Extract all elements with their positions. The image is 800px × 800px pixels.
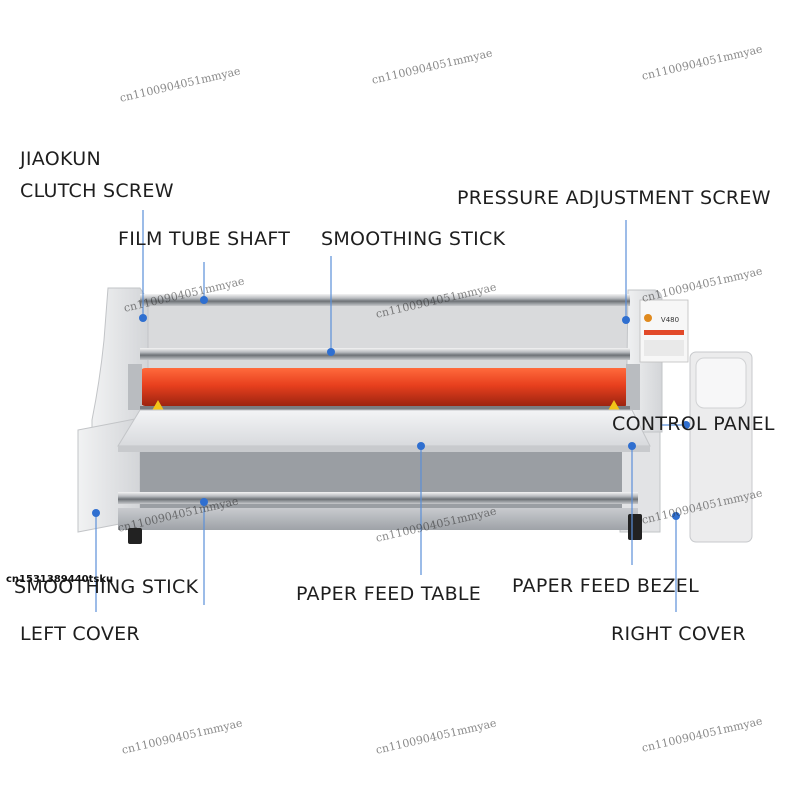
control-box-top [695,357,747,409]
sticker-stripe [644,330,684,335]
table-front-edge [118,446,650,452]
paper-feed-table-plate [117,409,651,447]
pointer-dot-paper-feed-bezel [628,442,636,450]
pointer-dot-pressure-screw [622,316,630,324]
watermark-side: cn1531389440tsku [6,574,114,585]
label-jiaokun: JIAOKUN [20,148,101,170]
pointer-dot-smoothing-stick [327,348,335,356]
label-paper-feed-bezel: PAPER FEED BEZEL [512,575,699,597]
roller-end-left [128,364,142,410]
pointer-dots [92,296,690,520]
logo-mark [644,314,652,322]
label-clutch-screw: CLUTCH SCREW [20,180,174,202]
red-roller [140,368,630,406]
label-control-panel: CONTROL PANEL [612,413,775,435]
lower-smoothing-stick-rod [118,492,638,504]
pointer-dot-clutch-screw [139,314,147,322]
label-paper-feed-table: PAPER FEED TABLE [296,583,482,605]
pointer-dot-lower-smoothing-stick [200,498,208,506]
pointer-dot-left-cover [92,509,100,517]
label-left-cover: LEFT COVER [20,623,140,645]
pointer-dot-control-panel [682,421,690,429]
foot-left [128,528,142,544]
label-right-cover: RIGHT COVER [611,623,746,645]
foot-right [628,514,642,540]
film-tube-shaft-rod [140,294,630,306]
model-label: V480 [661,316,679,324]
pointer-dot-right-cover [672,512,680,520]
pointer-dot-paper-feed-table [417,442,425,450]
label-pressure-adjustment-screw: PRESSURE ADJUSTMENT SCREW [457,187,771,209]
roller-end-right [626,364,640,410]
sticker-text-block [644,340,684,356]
label-smoothing-stick-bottom: SMOOTHING STICK [14,576,199,598]
base-plate [118,508,638,530]
pointer-lines [95,210,686,612]
label-smoothing-stick-top: SMOOTHING STICK [321,228,506,250]
smoothing-stick-rod [140,348,630,360]
label-film-tube-shaft: FILM TUBE SHAFT [118,228,291,250]
pointer-dot-film-tube-shaft [200,296,208,304]
